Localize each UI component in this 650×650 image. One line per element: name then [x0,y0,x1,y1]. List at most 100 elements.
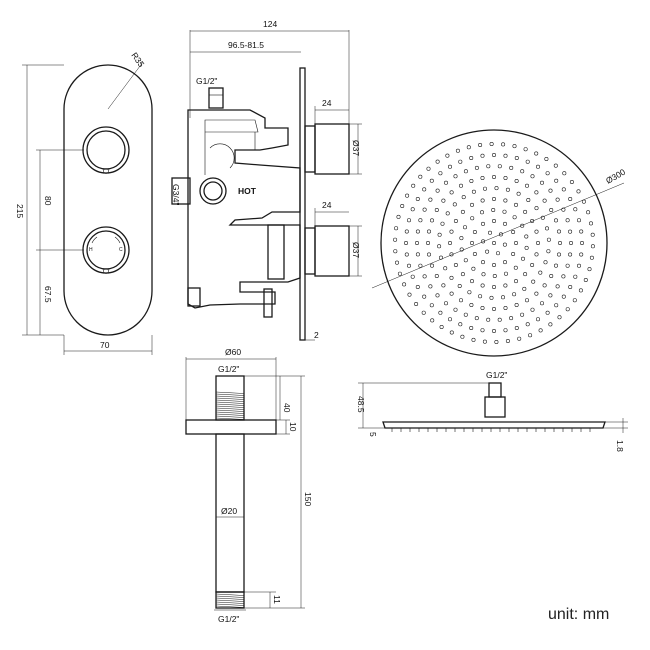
top-thread-label: G1/2" [218,364,239,374]
thread-line [215,603,245,606]
nozzle [463,312,468,317]
nozzle [422,274,427,279]
thread-line [215,399,245,402]
nozzle [472,252,477,257]
dim-top-length: 40 [282,403,292,413]
nozzle [482,339,487,344]
nozzle [542,198,547,203]
nozzle [472,230,477,235]
nozzle [502,242,507,247]
nozzle [406,218,411,223]
nozzle [512,292,517,297]
nozzle [470,216,475,221]
nozzle [469,241,474,246]
dim-width: 70 [100,340,110,350]
nozzle [418,174,423,179]
nozzle [491,153,496,158]
nozzle [435,159,440,164]
nozzle [555,197,560,202]
valve-internal-lines [204,119,259,175]
nozzle [474,165,479,170]
nozzle [415,229,420,234]
nozzle [491,197,496,202]
nozzle [554,303,559,308]
nozzle [534,252,539,257]
upper-knob-inner [86,130,126,170]
shower-head-top-view: Ø300 [371,129,627,357]
nozzle [485,249,490,254]
nozzle [524,245,529,250]
nozzle [562,171,567,176]
nozzle [421,310,426,315]
nozzle [471,337,476,342]
nozzle [505,187,510,192]
nozzle [393,237,398,242]
nozzle [480,153,485,158]
thread-line [215,391,245,394]
nozzle [534,151,539,156]
nozzle [535,164,540,169]
nozzle [578,288,583,293]
ceiling-arm-view: Ø60 G1/2" Ø20 G1/2" 40 10 150 11 [185,347,313,624]
nozzle [589,255,594,260]
nozzle [414,301,419,306]
nozzle [449,275,454,280]
nozzle [511,252,516,257]
nozzle [545,310,550,315]
nozzle [546,249,551,254]
thread-line [215,411,245,414]
nozzle [587,267,592,272]
nozzle [469,279,474,284]
nozzle [535,241,540,246]
nozzle [572,298,577,303]
nozzle [414,241,419,246]
dim-outlet-dia-a: Ø37 [351,140,361,156]
nozzle [568,252,573,257]
nozzle [544,226,549,231]
nozzle [467,290,472,295]
nozzle [561,207,566,212]
thread-line [215,401,245,404]
radius-leader [107,61,144,110]
nozzle [491,306,496,311]
nozzle [458,298,463,303]
nozzle [474,316,479,321]
nozzle [523,272,528,277]
nozzle [548,293,553,298]
shower-head-side-view: G1/2" 48.5 5 1.8 [356,370,628,452]
valve-front-view: R35 H C 215 80 67.5 70 [15,50,153,355]
nozzle [502,221,507,226]
nozzle [514,156,519,161]
dim-head-thickness: 5 [368,432,378,437]
nozzle [445,153,450,158]
nozzle [556,252,561,257]
nozzle [426,252,431,257]
nozzle [538,328,543,333]
nozzle [520,256,525,261]
nozzle [492,273,497,278]
nozzle [530,174,535,179]
nozzle [503,328,508,333]
nozzle [491,208,496,213]
nozzle [429,178,434,183]
nozzle [565,218,570,223]
dim-pipe-dia: Ø20 [221,506,237,516]
nozzle [586,210,591,215]
hot-port [199,177,227,205]
nozzle [494,339,499,344]
nozzle [460,209,465,214]
nozzle [498,232,503,237]
nozzle-pattern [393,142,595,344]
nozzle [520,312,525,317]
dim-height: 215 [15,204,25,218]
ceiling-flange [185,419,277,435]
nozzle [422,187,427,192]
nozzle [478,143,483,148]
top-inlet [208,87,224,109]
nozzle [415,197,420,202]
nozzle [548,188,553,193]
nozzle [524,298,529,303]
nozzle [546,237,551,242]
nozzle [418,263,423,268]
dim-total-length: 150 [303,492,313,506]
